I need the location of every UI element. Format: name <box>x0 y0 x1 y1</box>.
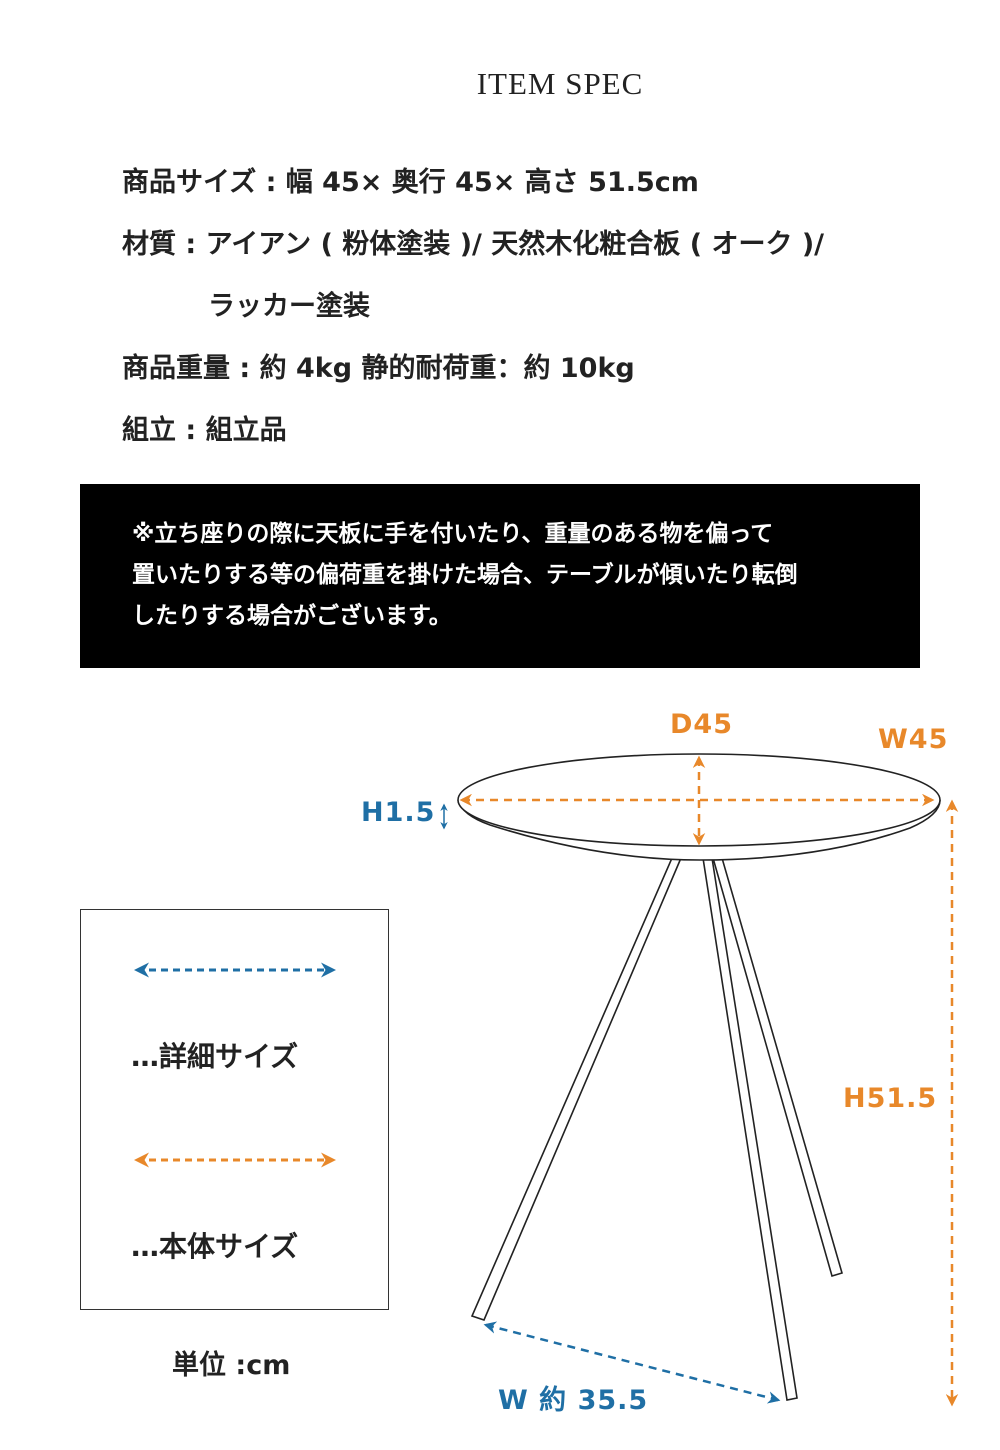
notice-line: 置いたりする等の偏荷重を掛けた場合、テーブルが傾いたり転倒 <box>132 562 798 588</box>
depth-label: D45 <box>670 709 733 740</box>
leg-span-label: W 約 35.5 <box>498 1385 649 1416</box>
spec-material-cont: ラッカー塗装 <box>208 291 370 322</box>
unit-label: 単位 :cm <box>172 1350 291 1381</box>
width-label: W45 <box>878 724 949 755</box>
legend-detail-label: …詳細サイズ <box>131 1040 299 1073</box>
top-thickness-label: H1.5 <box>361 797 436 828</box>
notice-line: したりする場合がございます。 <box>132 603 452 629</box>
spec-material: 材質 : アイアン ( 粉体塗装 )/ 天然木化粧合板 ( オーク )/ <box>122 229 825 260</box>
legend-body-label: …本体サイズ <box>131 1230 299 1263</box>
spec-weight: 商品重量 : 約 4kg 静的耐荷重：約 10kg <box>122 353 635 384</box>
caution-notice: ※立ち座りの際に天板に手を付いたり、重量のある物を偏って 置いたりする等の偏荷重… <box>80 484 920 668</box>
spec-size: 商品サイズ : 幅 45× 奥行 45× 高さ 51.5cm <box>122 167 699 198</box>
height-label: H51.5 <box>843 1083 938 1114</box>
notice-line: ※立ち座りの際に天板に手を付いたり、重量のある物を偏って <box>132 521 774 547</box>
table-legs <box>470 857 843 1401</box>
spec-assembly: 組立 : 組立品 <box>122 415 287 446</box>
legend-box: …詳細サイズ …本体サイズ <box>80 909 389 1310</box>
page-title: ITEM SPEC <box>476 66 644 101</box>
